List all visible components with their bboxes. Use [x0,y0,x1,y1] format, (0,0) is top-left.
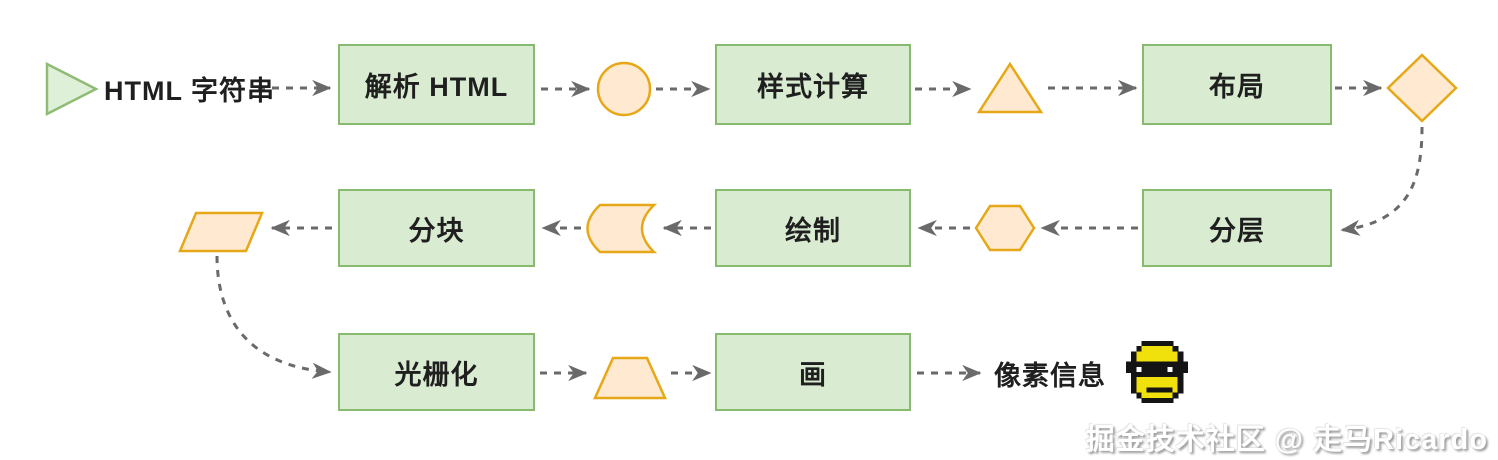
node-tiling: 分块 [338,189,535,267]
watermark: 掘金技术社区 @ 走马Ricardo [1085,424,1488,456]
node-paint: 绘制 [715,189,911,267]
node-style-calc: 样式计算 [715,44,911,125]
node-draw: 画 [715,333,911,411]
parallelogram-node [178,211,264,253]
trapezoid-node [593,356,667,400]
node-layering: 分层 [1142,189,1332,267]
stored-data-node [586,203,658,254]
start-label: HTML 字符串 [104,75,275,106]
node-parse-html: 解析 HTML [338,44,535,125]
sunglasses-pixel-smiley-icon [1126,341,1188,403]
connector-diamond-to-layering [1340,126,1424,236]
triangle-node [976,61,1044,114]
node-layout: 布局 [1142,44,1332,125]
connector-parallelogram-to-rasterize [215,255,332,379]
output-label: 像素信息 [994,360,1106,391]
diamond-node [1386,53,1458,123]
hexagon-node [974,204,1036,252]
circle-node [596,61,652,117]
node-rasterize: 光栅化 [338,333,535,411]
play-triangle-icon [45,61,99,117]
